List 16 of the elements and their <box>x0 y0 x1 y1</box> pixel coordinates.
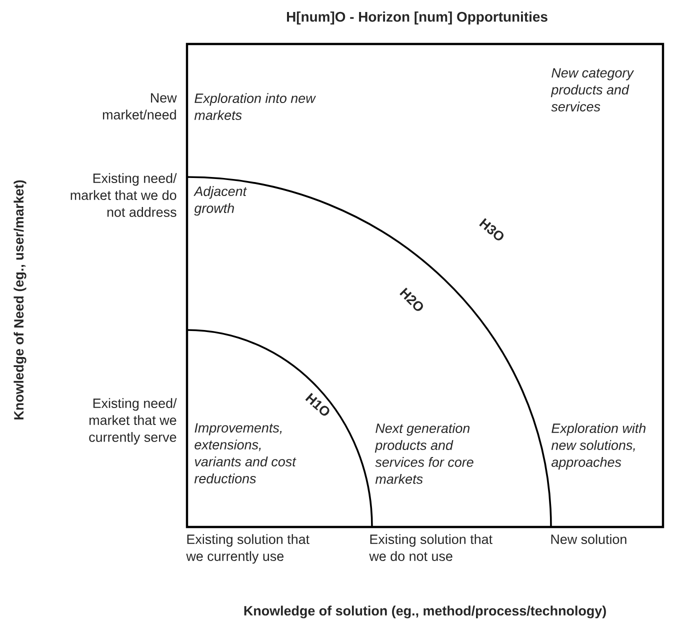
quadrant-label: Exploration into new markets <box>194 93 316 120</box>
column-label: Existing solution that we do not use <box>369 534 492 561</box>
row-label: Existing need/ market that we currently serve <box>89 398 177 445</box>
axis-label: Knowledge of solution (eg., method/process/technology) <box>244 606 606 618</box>
column-label: New solution <box>551 534 626 544</box>
column-label: Existing solution that we currently use <box>186 534 310 564</box>
quadrant-label: Next generation products and services for core markets <box>374 423 474 484</box>
curve-label: H3O <box>479 218 504 240</box>
axis-label: Knowledge of Need (eg., user/market) <box>14 180 26 420</box>
quadrant-label: Adjacent growth <box>194 186 247 216</box>
quadrant-label: New category products and services <box>550 68 634 112</box>
quadrant-label: Exploration with new solutions, approaches <box>551 423 646 470</box>
row-label: Existing need/ market that we do not address <box>70 173 177 217</box>
title: H[num]O - Horizon [num] Opportunities <box>287 11 548 24</box>
quadrant-label: Improvements, extensions, variants and cost reductions <box>194 423 296 484</box>
row-label: New market/need <box>102 93 177 120</box>
